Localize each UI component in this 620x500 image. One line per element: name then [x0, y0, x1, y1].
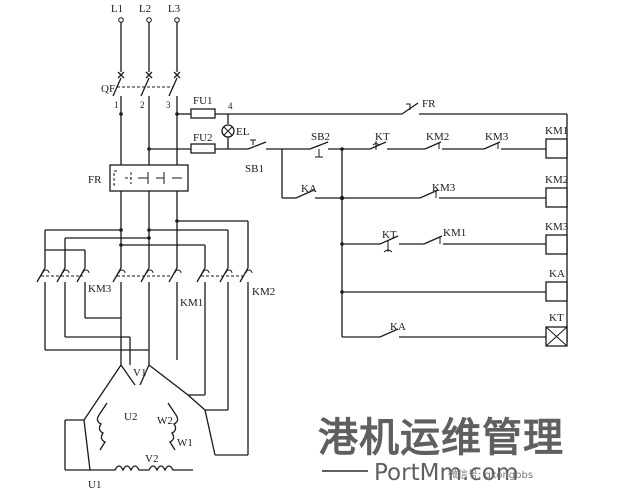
svg-text:KM2: KM2	[545, 174, 568, 186]
thermal-relay-fr: FR	[88, 164, 189, 268]
coil-km1: KM1	[545, 125, 568, 159]
stop-start-buttons: SB1 SB2	[245, 131, 370, 175]
motor-windings: V1 U2 W2 W1 U1 V2	[83, 364, 216, 491]
label-el: EL	[236, 126, 250, 138]
svg-text:KM3: KM3	[545, 221, 569, 233]
label-km2-main: KM2	[252, 286, 275, 298]
main-wiring	[44, 219, 249, 268]
label-qf: QF	[101, 83, 115, 95]
km2-main-contacts: KM2	[196, 267, 275, 455]
label-l1: L1	[111, 3, 123, 15]
watermark: 港机运维管理 PortMm.com 微信号: gkongbbs	[318, 415, 564, 486]
label-fr-main: FR	[88, 174, 102, 186]
motor-feeders	[45, 317, 248, 471]
label-v2: V2	[145, 453, 158, 465]
label-u1: U1	[88, 479, 101, 491]
watermark-chinese: 港机运维管理	[318, 415, 564, 461]
label-kt-row3: KT	[382, 229, 397, 241]
watermark-site: PortMm.com	[374, 460, 518, 486]
label-ka-row5: KA	[390, 321, 406, 333]
label-km2-row1: KM2	[426, 131, 449, 143]
coil-column: KM1 KM2 KM3 KA KT	[545, 125, 569, 347]
label-km3-row1: KM3	[485, 131, 509, 143]
label-v1: V1	[133, 367, 146, 379]
label-u2: U2	[124, 411, 137, 423]
label-km1-main: KM1	[180, 297, 203, 309]
fuse-fu1	[190, 108, 216, 119]
fuse-fu2	[190, 143, 216, 154]
svg-text:KA: KA	[549, 268, 565, 280]
label-km1-row3: KM1	[443, 227, 466, 239]
label-fu1: FU1	[193, 95, 213, 107]
coil-km2: KM2	[545, 174, 568, 208]
km1-main-contacts: KM1	[112, 267, 203, 360]
node-4: 4	[228, 101, 233, 111]
label-km3-row2: KM3	[432, 182, 456, 194]
coil-ka: KA	[545, 268, 568, 302]
control-supply: FU1 4 EL FU2	[119, 95, 402, 154]
km3-main-contacts: KM3	[36, 267, 112, 350]
coil-kt: KT	[545, 312, 568, 347]
label-km3-main: KM3	[88, 283, 112, 295]
node-3: 3	[166, 100, 171, 110]
watermark-wechat: 微信号: gkongbbs	[448, 468, 533, 481]
label-fu2: FU2	[193, 132, 213, 144]
label-w2: W2	[157, 415, 173, 427]
svg-text:KT: KT	[549, 312, 564, 324]
label-l3: L3	[168, 3, 181, 15]
label-sb2: SB2	[311, 131, 330, 143]
label-sb1: SB1	[245, 163, 264, 175]
label-ka-row2: KA	[301, 183, 317, 195]
breaker-qf: QF 1 2 3	[101, 71, 181, 165]
node-1: 1	[114, 100, 119, 110]
svg-text:KM1: KM1	[545, 125, 568, 137]
label-l2: L2	[139, 3, 151, 15]
label-w1: W1	[177, 437, 193, 449]
label-fr-top: FR	[422, 98, 436, 110]
control-rungs: KA KT KM2 KM3 KM3 KT KM1	[281, 131, 546, 338]
node-2: 2	[140, 100, 145, 110]
coil-km3: KM3	[545, 221, 569, 255]
label-kt-row1: KT	[375, 131, 390, 143]
power-input: L1 L2 L3	[111, 3, 181, 72]
